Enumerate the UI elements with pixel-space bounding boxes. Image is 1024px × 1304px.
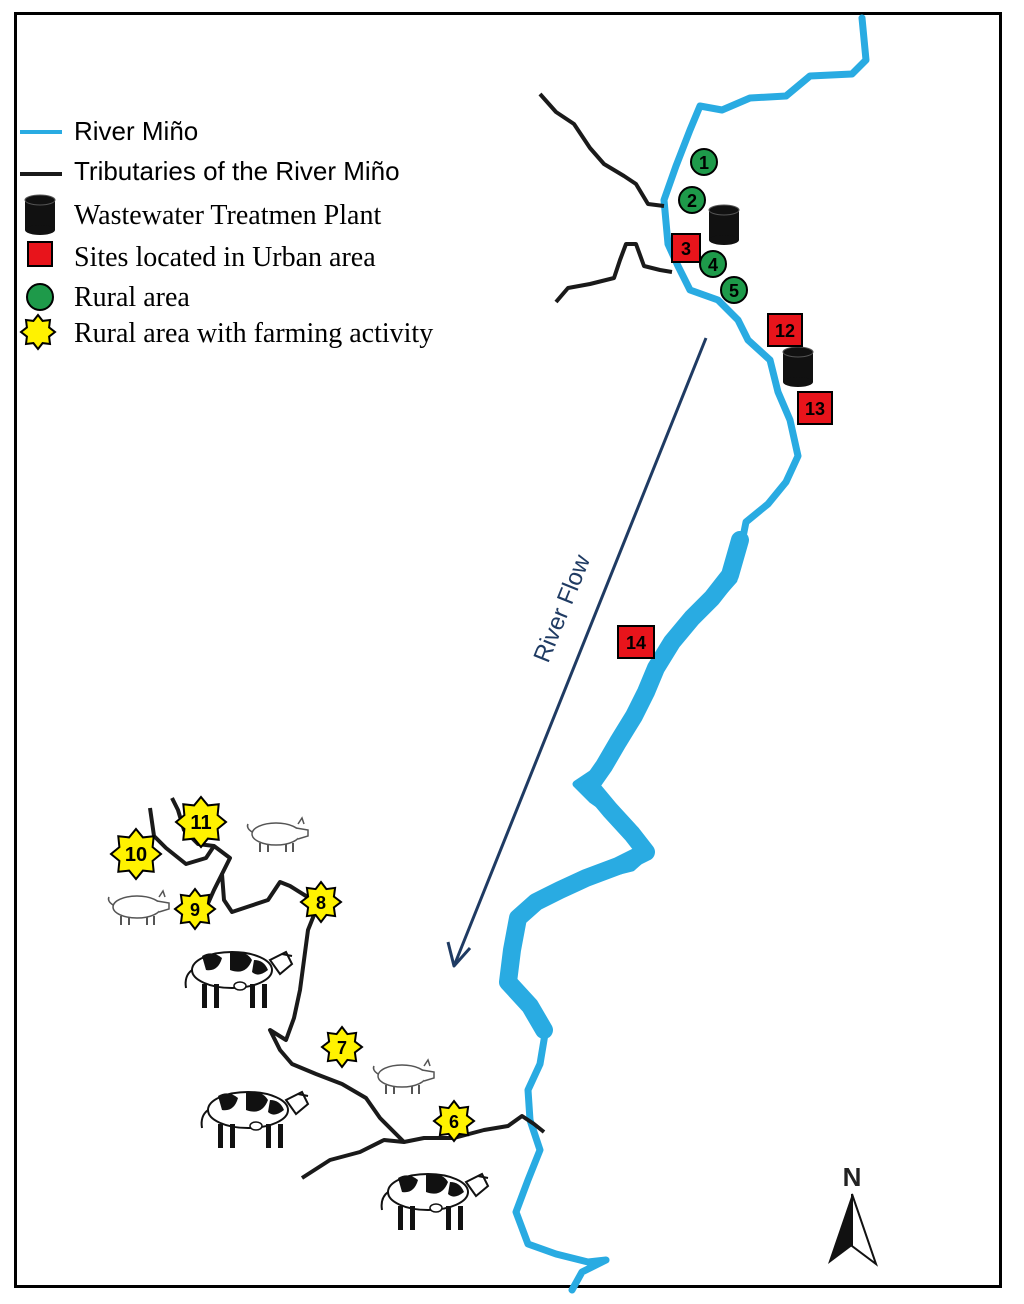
site-label-2: 2	[687, 191, 697, 211]
map-frame	[14, 12, 1002, 1288]
cow-icon	[184, 950, 293, 1009]
site-label-9: 9	[190, 900, 200, 920]
site-marker-urban-12: 12	[767, 313, 803, 347]
site-marker-rural-4: 4	[699, 250, 727, 278]
north-label: N	[843, 1162, 862, 1192]
site-label-4: 4	[708, 255, 718, 275]
site-label-10: 10	[125, 844, 147, 866]
site-marker-urban-14: 14	[617, 625, 655, 659]
tributary-upper-1	[538, 92, 665, 208]
cow-icon	[380, 1172, 489, 1231]
river-flow-label: River Flow	[529, 550, 597, 666]
site-label-8: 8	[316, 893, 326, 913]
legend-wwtp-label: Wastewater Treatmen Plant	[74, 200, 381, 231]
site-marker-farming-11: 11	[174, 795, 228, 849]
site-label-12: 12	[775, 321, 795, 341]
site-marker-farming-9: 9	[173, 887, 217, 931]
legend-farming-swatch	[19, 313, 57, 351]
wwtp-icon	[782, 346, 814, 388]
tributary-lower-main	[300, 1114, 546, 1180]
site-marker-urban-13: 13	[797, 391, 833, 425]
legend-urban-label: Sites located in Urban area	[74, 242, 376, 273]
cow-icon	[200, 1090, 309, 1149]
site-label-11: 11	[190, 812, 211, 834]
legend-farming-label: Rural area with farming activity	[74, 318, 433, 349]
site-label-13: 13	[805, 399, 825, 419]
legend-river-label: River Miño	[74, 116, 198, 146]
legend-tributary-label: Tributaries of the River Miño	[74, 156, 400, 186]
site-marker-farming-8: 8	[299, 880, 343, 924]
site-label-7: 7	[337, 1038, 347, 1058]
site-marker-rural-2: 2	[678, 186, 706, 214]
wwtp-icon	[708, 204, 740, 246]
tributary-upper-2	[554, 242, 673, 304]
site-label-5: 5	[729, 281, 739, 301]
pig-icon	[372, 1059, 435, 1095]
site-label-1: 1	[699, 153, 709, 173]
pig-icon	[246, 817, 309, 853]
legend: River Miño Tributaries of the River Miño…	[19, 116, 433, 351]
site-marker-rural-1: 1	[690, 148, 718, 176]
river-mino-wide	[499, 531, 749, 1039]
legend-wwtp-icon	[24, 194, 56, 236]
site-label-14: 14	[626, 633, 646, 653]
legend-rural-swatch	[26, 283, 54, 311]
legend-urban-swatch	[27, 241, 53, 267]
north-arrow: N	[828, 1162, 878, 1267]
site-marker-farming-7: 7	[320, 1025, 364, 1069]
pig-icon	[107, 890, 170, 926]
site-marker-urban-3: 3	[671, 233, 701, 263]
site-label-6: 6	[449, 1112, 459, 1132]
site-marker-farming-6: 6	[432, 1099, 476, 1143]
site-label-3: 3	[681, 239, 691, 259]
river-flow-arrowhead	[446, 941, 472, 968]
legend-rural-label: Rural area	[74, 282, 190, 313]
site-marker-farming-10: 10	[109, 827, 163, 881]
site-marker-rural-5: 5	[720, 276, 748, 304]
river-flow-arrow	[452, 337, 708, 967]
